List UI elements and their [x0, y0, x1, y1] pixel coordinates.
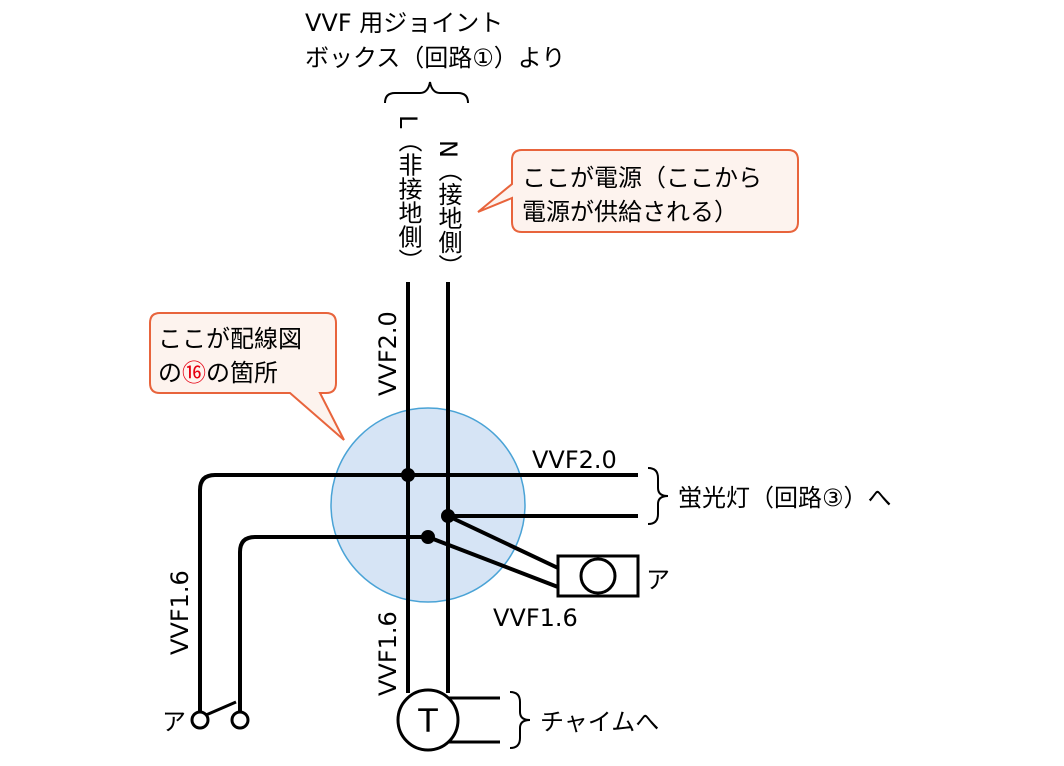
transformer-symbol: T: [417, 702, 438, 740]
junction-dot-l-top: [401, 468, 415, 482]
switch-label: ア: [162, 708, 186, 736]
l-line-label: L（非接地側）: [394, 115, 422, 272]
box-callout-line1: ここが配線図: [158, 325, 302, 353]
power-callout-line1: ここが電源（ここから: [522, 164, 762, 192]
box-callout-line2: の⑯の箇所: [158, 359, 278, 387]
n-line-label: N（接地側）: [434, 140, 462, 278]
chime-brace: [509, 691, 531, 749]
left-inner-wire: [238, 535, 428, 712]
box-callout-suffix: の箇所: [206, 359, 278, 387]
source-label-line2: ボックス（回路①）より: [305, 44, 565, 72]
box-callout-prefix: の: [158, 359, 182, 387]
switch-contact-left: [190, 710, 210, 730]
junction-dot-n: [441, 509, 455, 523]
box-callout-number: ⑯: [182, 359, 206, 387]
junction-dot-switch-return: [421, 530, 435, 544]
fluorescent-brace: [647, 467, 669, 525]
box-callout-bubble: [149, 312, 345, 441]
transformer-circle: [396, 688, 460, 752]
left-outer-wire: [198, 473, 638, 712]
lamp-drop-label: VVF1.6: [493, 604, 578, 632]
chime-destination: チャイムへ: [540, 708, 659, 736]
lamp-wire-b: [447, 514, 559, 570]
lamp-label: ア: [646, 566, 670, 594]
power-callout-line2: 電源が供給される）: [522, 198, 738, 226]
switch-blade: [205, 700, 237, 717]
vertical-lower-label: VVF1.6: [374, 611, 402, 696]
power-callout-bubble: [477, 149, 799, 233]
fluorescent-destination: 蛍光灯（回路③）へ: [678, 484, 892, 512]
lamp-icon: [579, 557, 617, 595]
horizontal-right-label: VVF2.0: [532, 446, 617, 474]
joint-box-circle: [330, 407, 526, 603]
source-brace: [384, 81, 469, 104]
lamp-wire-a: [427, 535, 559, 589]
source-label-line1: VVF 用ジョイント: [305, 9, 503, 37]
switch-contact-right: [230, 710, 250, 730]
left-drop-label: VVF1.6: [166, 570, 194, 655]
vertical-upper-label: VVF2.0: [374, 311, 402, 396]
